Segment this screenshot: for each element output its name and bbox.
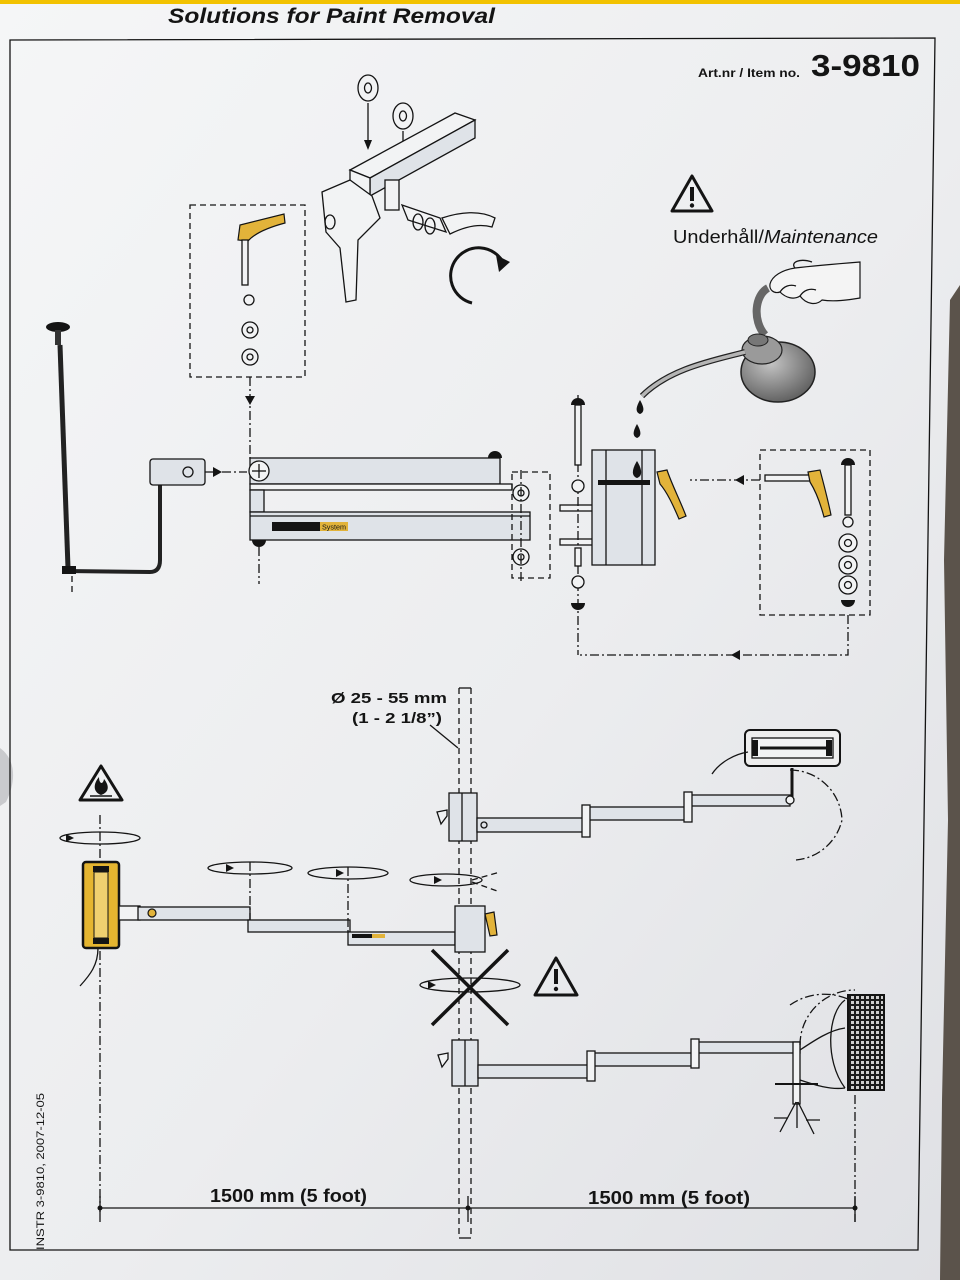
maintenance-label-en: Maintenance xyxy=(764,227,878,247)
maintenance-label: Underhåll/Maintenance xyxy=(673,227,878,247)
locking-lever-kit-left xyxy=(189,204,306,462)
reach-dimension-line xyxy=(97,1196,858,1222)
pipe-diameter-imperial: (1 - 2 1/8”) xyxy=(352,710,442,727)
arm-assembly: System xyxy=(248,451,601,584)
document-reference: INSTR 3-9810, 2007-12-05 xyxy=(35,1093,47,1250)
clamp-assembly-exploded xyxy=(321,74,496,303)
maintenance-warning-icon xyxy=(670,174,714,213)
fire-hazard-icon xyxy=(78,764,124,802)
page-title: Solutions for Paint Removal xyxy=(168,5,496,28)
reach-left-label: 1500 mm (5 foot) xyxy=(210,1186,367,1206)
arm-config-upper-right xyxy=(436,729,843,861)
page-frame xyxy=(9,37,936,1251)
floor-pole xyxy=(46,322,247,594)
warning-icon xyxy=(533,956,579,997)
mounting-post xyxy=(429,687,472,1239)
pipe-bracket xyxy=(571,395,760,655)
arm-label: System xyxy=(322,525,346,532)
rotation-arrow-icon xyxy=(449,246,505,305)
arm-config-lower-right xyxy=(437,989,885,1222)
oil-drop xyxy=(636,400,644,414)
item-number-label: Art.nr / Item no. xyxy=(698,66,800,80)
arm-config-left xyxy=(59,815,501,1212)
maintenance-label-sv: Underhåll/ xyxy=(673,227,764,247)
pipe-diameter-metric: Ø 25 - 55 mm xyxy=(331,690,447,707)
prohibited-x-icon xyxy=(419,948,521,1027)
rotation-arrowhead xyxy=(496,255,510,272)
oil-drop xyxy=(633,424,641,438)
oil-can-icon xyxy=(633,259,861,438)
reach-right-label: 1500 mm (5 foot) xyxy=(588,1188,750,1208)
locking-lever-kit-right xyxy=(580,449,871,660)
yellow-top-band xyxy=(0,0,960,4)
item-number: 3-9810 xyxy=(811,48,920,83)
